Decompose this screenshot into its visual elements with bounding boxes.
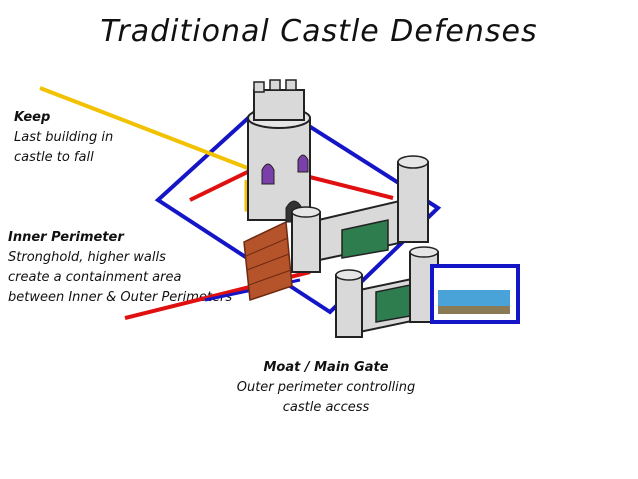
keep-label: Keep Last building in castle to fall (14, 108, 113, 168)
keep-line-1: Last building in (14, 130, 114, 145)
brick-wall-icon (243, 220, 293, 302)
inner-perimeter-label: Inner Perimeter Stronghold, higher walls… (8, 228, 232, 308)
keep-pointer-line (39, 86, 259, 174)
diagram-title: Traditional Castle Defenses (100, 14, 538, 49)
moat-gate-label: Moat / Main Gate Outer perimeter control… (226, 358, 426, 418)
moat-line-2: castle access (282, 400, 370, 415)
inner-heading: Inner Perimeter (8, 230, 124, 245)
inner-line-2: create a containment area (8, 270, 182, 285)
keep-line-2: castle to fall (14, 150, 94, 165)
inner-line-3: between Inner & Outer Perimeters (8, 290, 233, 305)
moat-cross-section-icon (430, 264, 520, 324)
keep-tower-icon (247, 79, 311, 223)
moat-heading: Moat / Main Gate (263, 360, 389, 375)
keep-heading: Keep (14, 110, 51, 125)
gate-icon (335, 246, 439, 338)
castle-wall-icon (291, 155, 429, 273)
moat-line-1: Outer perimeter controlling (236, 380, 416, 395)
inner-line-1: Stronghold, higher walls (8, 250, 166, 265)
